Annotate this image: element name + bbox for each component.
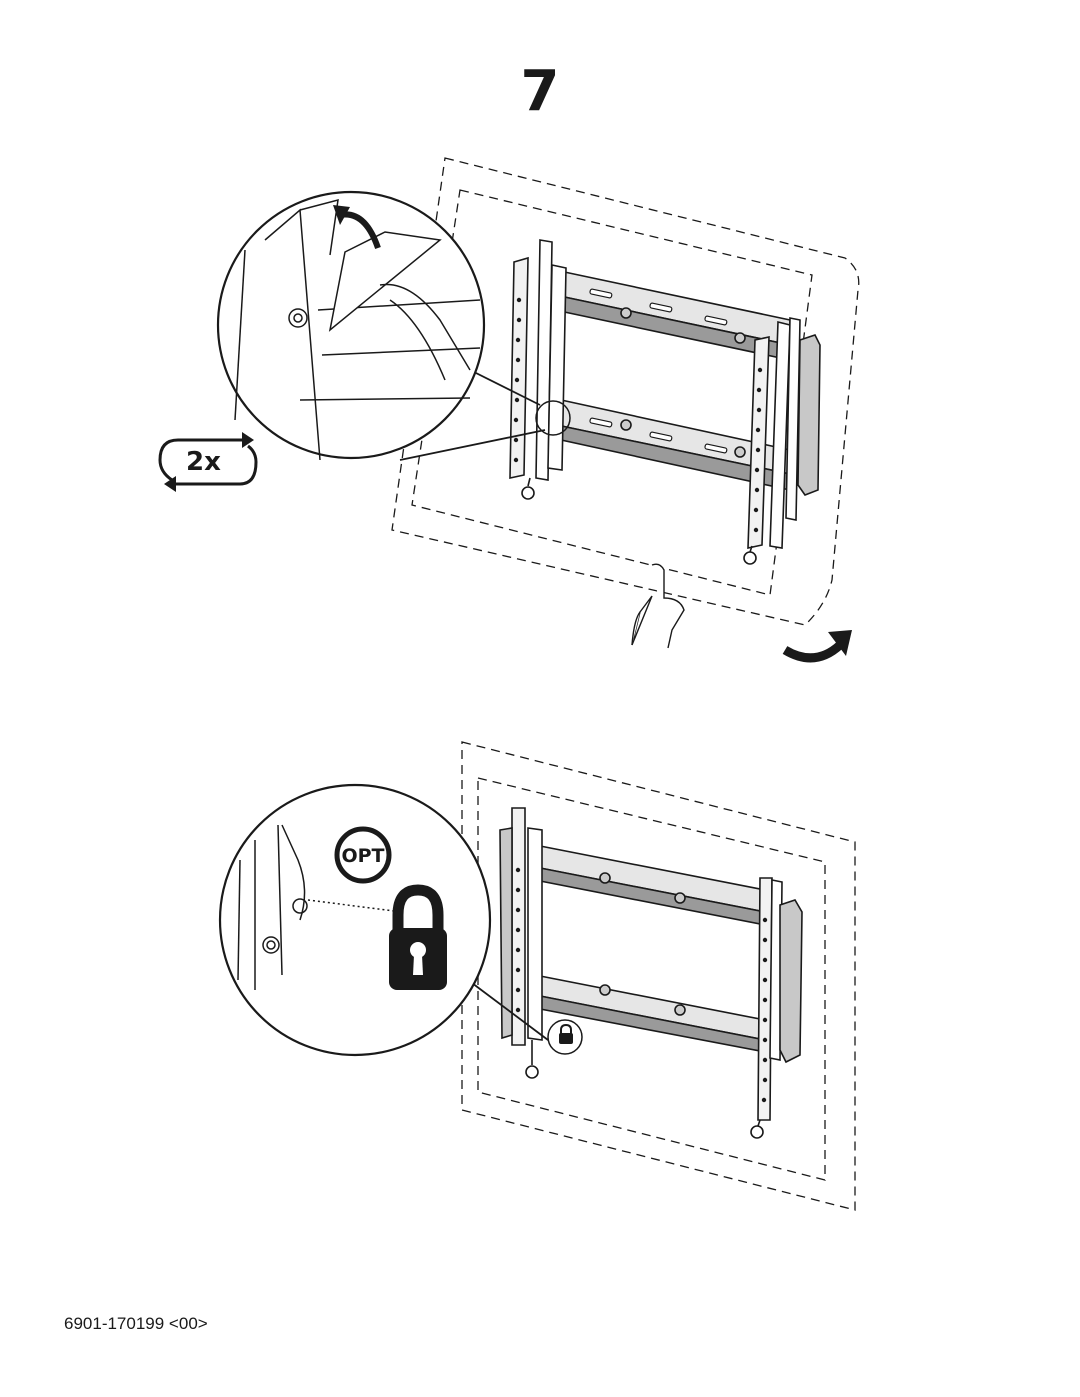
wall-mount-bracket xyxy=(509,239,821,565)
optional-label: OPT xyxy=(341,845,384,867)
document-code: 6901-170199 <00> xyxy=(64,1314,208,1333)
wall-mount-bracket-locked xyxy=(499,807,803,1139)
zoom-callout-lock xyxy=(218,783,549,1057)
optional-badge: OPT xyxy=(334,826,392,884)
repeat-label: 2x xyxy=(186,447,221,477)
tv-outline-dashed-locked xyxy=(461,741,856,1211)
pointing-hand-icon xyxy=(631,563,685,649)
repeat-2x-icon: 2x xyxy=(158,432,258,492)
step-number: 7 xyxy=(520,59,560,124)
illustration-lock-tv: OPT xyxy=(218,741,856,1211)
illustration-tilt-tv: 2x xyxy=(158,157,860,663)
zoom-callout-release xyxy=(216,190,571,461)
small-padlock-icon xyxy=(547,1019,583,1055)
padlock-icon xyxy=(389,884,447,990)
rotate-arrow-icon xyxy=(782,630,852,663)
